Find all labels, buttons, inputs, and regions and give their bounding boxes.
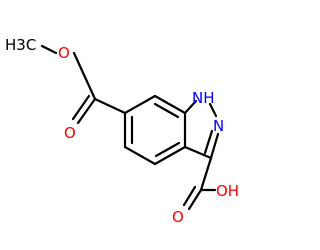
ring-bond-2 [123,145,157,166]
bond-acid-carbonyl-2 [182,185,197,207]
ring-bond-5 [153,94,187,115]
bond-acid-carbonyl-1 [187,188,203,211]
nh-label: NH [192,89,215,107]
bond-ester-carbonyl-1 [76,97,97,125]
ester-ether-oxygen: O [58,44,70,62]
acid-hydroxyl-label: OH [216,182,239,200]
molecule-canvas: H3C O O NH N O OH [5,36,240,226]
acid-carbonyl-oxygen: O [172,208,184,226]
ring-bond-6 [123,94,157,115]
ring-bond-5-inner [153,102,180,119]
n-label: N [213,117,224,135]
bond-ester-carbonyl-2 [71,94,91,121]
ester-carbonyl-oxygen: O [64,124,76,142]
bond-n2-c3 [209,132,220,160]
ring-bond-3-inner [154,141,181,158]
bond-c3-acid-carbon [199,156,213,192]
bond-methyl-o [40,44,58,55]
bond-n2-c3-inner [203,129,214,155]
methyl-label: H3C [5,36,36,54]
bond-o-ester-carbon [72,51,97,101]
bond-n1-n2 [208,102,218,118]
ring-bond-3 [153,145,187,166]
structure-diagram: H3C O O NH N O OH [5,36,239,226]
atom-labels: H3C O O NH N O OH [5,36,239,226]
bond-ester-ring [93,97,127,115]
bond-c3-c3a [183,145,213,160]
bonds [40,44,220,211]
bond-c7a-n1 [183,99,198,115]
